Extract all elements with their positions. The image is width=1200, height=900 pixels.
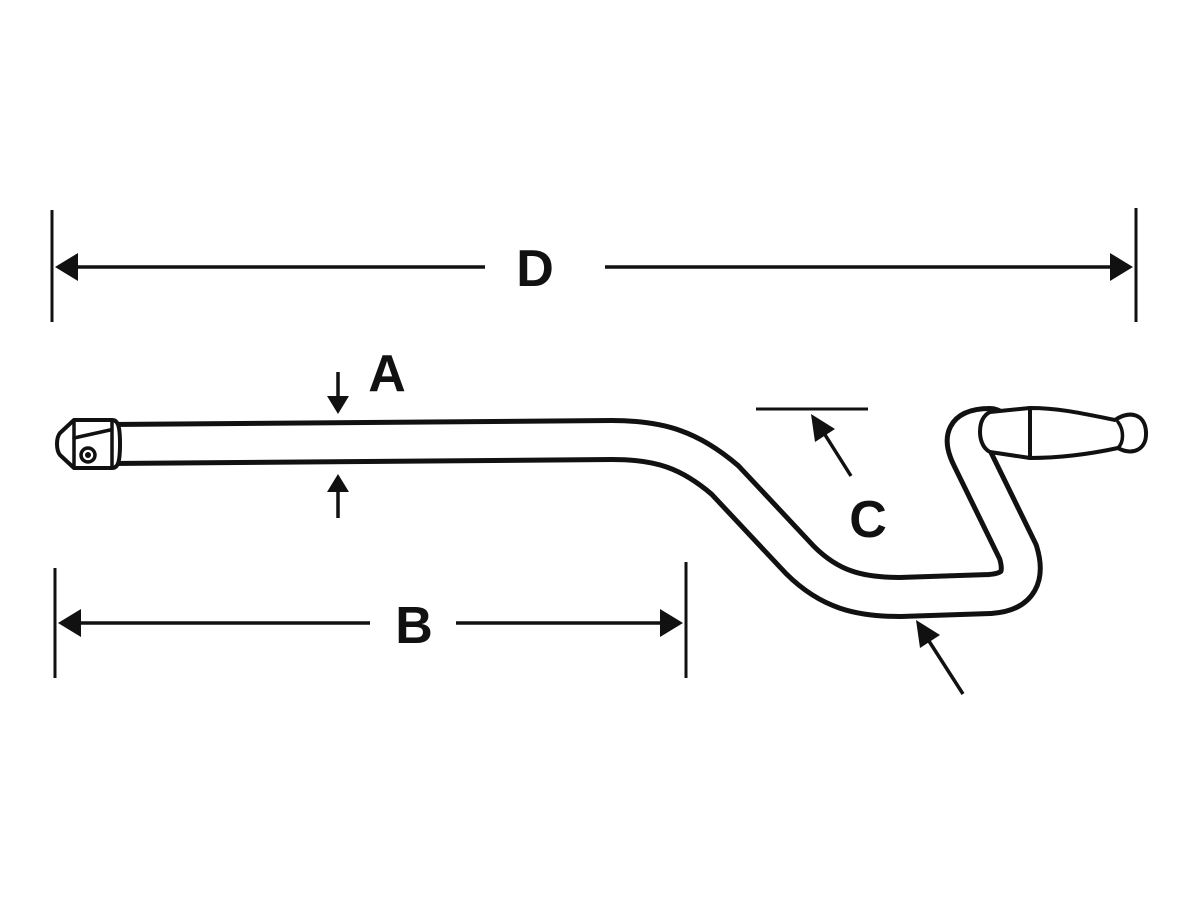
- dimension-c-upper-arrowhead: [811, 414, 835, 442]
- dimension-c-upper-arrow-shaft: [820, 429, 853, 477]
- label-a: A: [368, 345, 406, 403]
- label-b: B: [395, 597, 433, 655]
- dimension-d-left-arrowhead: [55, 253, 78, 281]
- wrench-shaft-fill: [95, 411, 1038, 614]
- dimension-a-bottom-arrowhead: [327, 474, 349, 492]
- dimension-b-right-arrowhead: [660, 609, 683, 637]
- wrench-handle-knob-line: [1116, 420, 1125, 450]
- dimension-c: C: [756, 407, 965, 695]
- dimension-a-top-arrowhead: [327, 396, 349, 414]
- wrench-handle-grip: [1028, 406, 1148, 460]
- dimension-c-lower-arrow-shaft: [925, 637, 965, 695]
- dimension-d: D: [50, 208, 1138, 322]
- dimension-a: A: [327, 345, 406, 518]
- label-d: D: [516, 240, 554, 298]
- wrench-socket-facet: [72, 428, 112, 440]
- dimension-c-lower-arrowhead: [916, 620, 940, 648]
- wrench-detent-ball-center: [85, 452, 91, 458]
- label-c: C: [849, 491, 887, 549]
- dimension-b-left-arrowhead: [58, 609, 81, 637]
- speed-wrench-tool: [55, 406, 1148, 619]
- dimension-b: B: [53, 562, 688, 678]
- dimension-d-right-arrowhead: [1110, 253, 1133, 281]
